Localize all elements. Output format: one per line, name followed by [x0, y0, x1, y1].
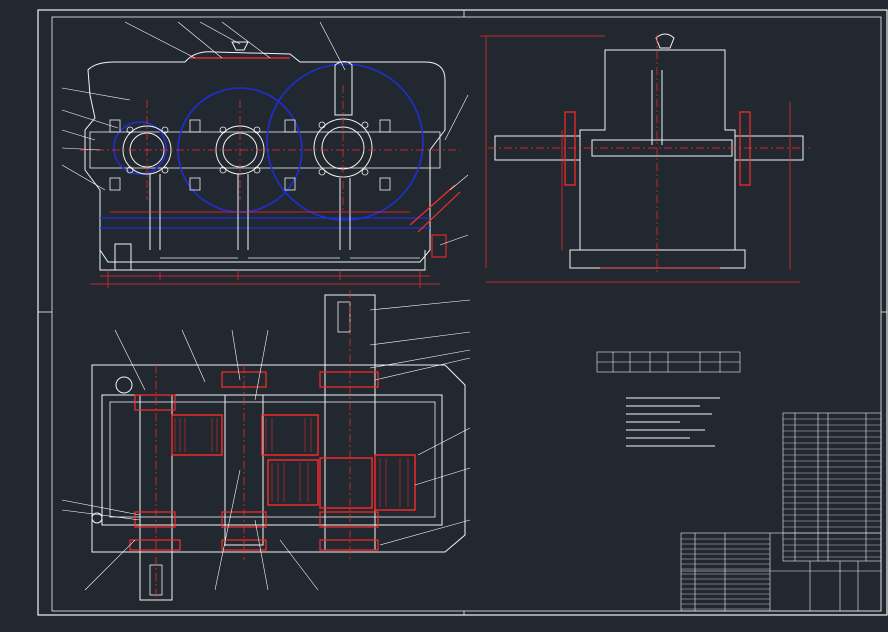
plan-view [61, 290, 471, 605]
drain-plug [431, 234, 447, 258]
title-block-rows [681, 538, 770, 610]
oil-level-lines [100, 217, 430, 229]
output-shaft-keyway [337, 301, 351, 333]
plan-dowel-hole [115, 376, 133, 394]
side-centerlines [488, 35, 810, 275]
plan-inner-wall [101, 394, 443, 526]
gear-pinion-2 [267, 459, 319, 506]
lifting-lug [334, 61, 353, 116]
plan-centerlines [155, 290, 351, 605]
plan-bolt-hole [91, 512, 103, 524]
inner-sheet-border [51, 16, 882, 612]
gear-circle-1 [113, 121, 167, 175]
gear-wheel-2 [374, 454, 416, 511]
vent-plug [231, 41, 249, 51]
front-centerlines [80, 85, 460, 210]
parts-list [782, 412, 882, 562]
oil-dipstick [409, 184, 461, 233]
side-rib [651, 70, 663, 145]
gear-circle-3 [266, 63, 424, 221]
front-view [61, 21, 469, 288]
gear-pinion-1 [171, 414, 223, 456]
bearing-cap-bolts [126, 121, 369, 176]
anchor-bolt-left [114, 243, 132, 271]
front-leader-lines [61, 21, 469, 246]
side-vent-plug [655, 33, 675, 49]
title-block [680, 532, 882, 612]
plan-bearings [129, 371, 379, 551]
plan-gears [171, 414, 416, 511]
plan-leader-lines [61, 299, 471, 591]
plan-inner-cavity [109, 401, 436, 518]
side-housing-outline [579, 49, 736, 251]
side-bearing-covers [564, 111, 751, 186]
border-tick-marks [38, 10, 887, 615]
gear-hub-2 [319, 457, 373, 509]
side-dimensions [480, 35, 800, 283]
housing-outline [84, 51, 446, 263]
side-view [480, 33, 810, 283]
technical-parameter-table [596, 351, 741, 373]
plan-outer-outline [91, 364, 466, 553]
gear-wheel-1 [261, 414, 319, 456]
technical-requirements-block [626, 397, 720, 447]
flange-bolts [109, 119, 391, 191]
parts-list-rows [783, 418, 881, 558]
outer-sheet-border [37, 9, 888, 616]
side-base [569, 249, 746, 269]
housing-base [99, 250, 426, 271]
gear-hatching [174, 418, 409, 507]
front-dimensions [90, 211, 440, 288]
